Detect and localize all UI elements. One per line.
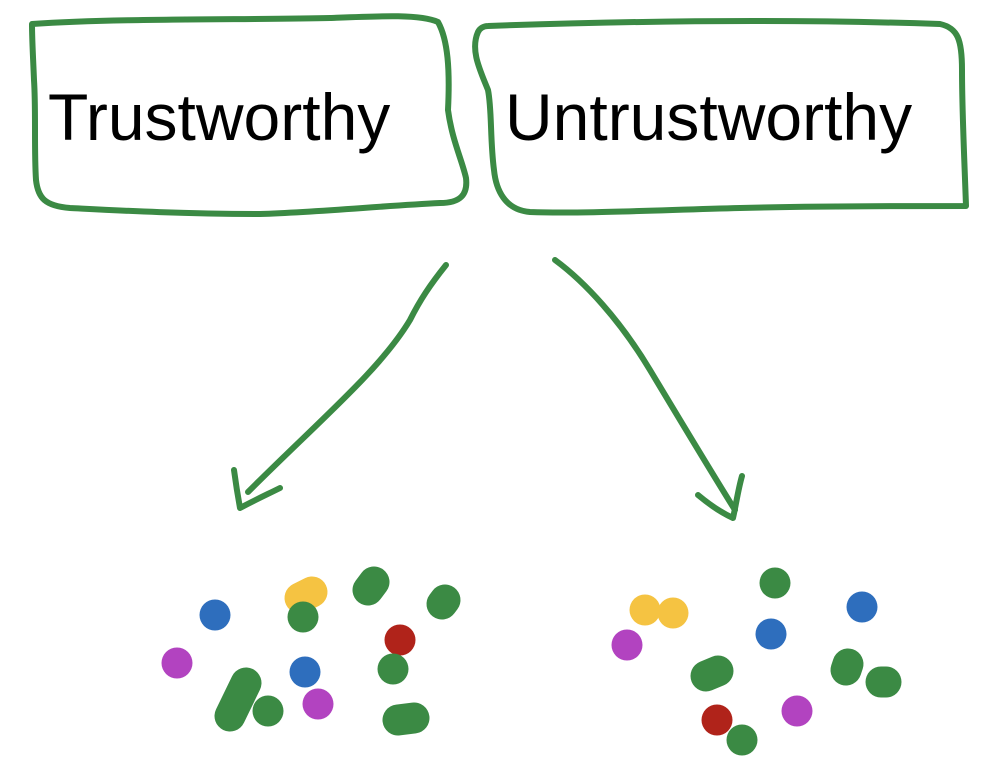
untrustworthy-box-outline [472,17,969,216]
arrow-right-head [695,473,745,521]
trustworthy-label: Trustworthy [48,80,391,154]
green-dot [426,584,461,620]
arrow-right-shaft [552,257,738,513]
yellow-dot [284,576,328,614]
green-dot [690,655,734,692]
arrow-left-head [231,467,283,511]
green-dot [382,702,430,736]
arrow-left-shaft [245,262,449,495]
green-dot [214,667,262,732]
untrustworthy-label: Untrustworthy [505,80,913,154]
trustworthy-box-outline [29,13,470,217]
green-dot [352,566,390,606]
green-dot [830,648,864,686]
